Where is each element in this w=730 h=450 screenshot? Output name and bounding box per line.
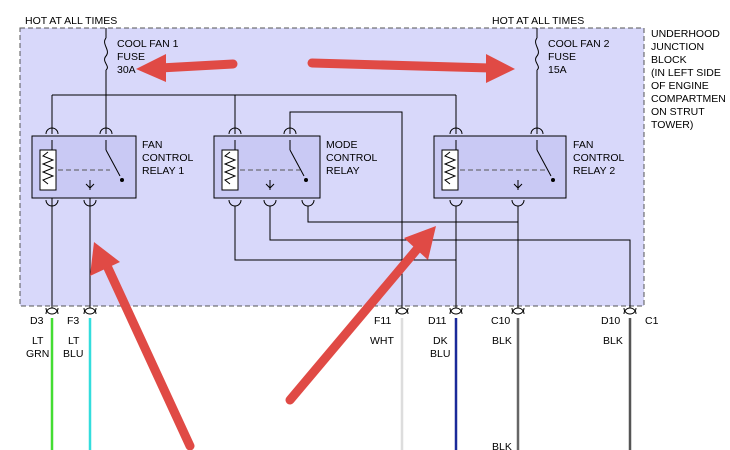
mode-relay-label-line1: MODE (326, 139, 358, 151)
svg-text:UNDERHOOD: UNDERHOOD (651, 28, 720, 40)
fuse-1-type: FUSE (117, 51, 145, 63)
fuse-2-name: COOL FAN 2 (548, 38, 610, 50)
connector-row (45, 307, 637, 315)
svg-text:ON STRUT: ON STRUT (651, 106, 705, 118)
hot-at-all-times-left: HOT AT ALL TIMES (25, 15, 117, 27)
pin-d11: D11 (428, 315, 447, 327)
relay-1-label-line3: RELAY 1 (142, 165, 184, 177)
fuse-1-symbol (104, 37, 108, 71)
fuse-1-rating: 30A (117, 64, 136, 76)
arrow-to-fuse-2 (307, 58, 495, 73)
svg-text:OF ENGINE: OF ENGINE (651, 80, 709, 92)
svg-text:BLOCK: BLOCK (651, 54, 687, 66)
arrow-to-mode-relay-wire (285, 243, 423, 405)
svg-text:COMPARTMEN: COMPARTMEN (651, 93, 726, 105)
pin-d10: D10 (601, 315, 620, 327)
block-label: UNDERHOOD JUNCTION BLOCK (IN LEFT SIDE O… (651, 28, 726, 131)
mode-relay-label-line3: RELAY (326, 165, 360, 177)
wire-color-c10: BLK (492, 335, 512, 347)
fan-control-relay-2 (433, 127, 567, 207)
relay-1-label-line2: CONTROL (142, 152, 193, 164)
pin-c10: C10 (491, 315, 510, 327)
mode-relay-label-line2: CONTROL (326, 152, 377, 164)
fuse-2-symbol (535, 37, 539, 71)
pin-d3: D3 (30, 315, 44, 327)
pin-f3: F3 (67, 315, 79, 327)
wire-color-f3-line2: BLU (63, 348, 83, 360)
fuse-2-rating: 15A (548, 64, 567, 76)
arrow-to-relay-1-wire (103, 263, 195, 450)
annotation-arrows (90, 54, 515, 450)
arrow-to-fuse-1 (155, 59, 238, 73)
fuse-1-name: COOL FAN 1 (117, 38, 179, 50)
relay-2-label-line2: CONTROL (573, 152, 624, 164)
fan-control-relay-1 (31, 127, 137, 207)
wire-color-d3-line1: LT (32, 335, 44, 347)
fuse-2-type: FUSE (548, 51, 576, 63)
relay-2-label-line1: FAN (573, 139, 593, 151)
wire-color-f11: WHT (370, 335, 394, 347)
relay-1-label-line1: FAN (142, 139, 162, 151)
relay-2-label-line3: RELAY 2 (573, 165, 615, 177)
svg-text:TOWER): TOWER) (651, 119, 693, 131)
mode-control-relay (213, 127, 321, 207)
wire-color-d11-line1: DK (433, 335, 448, 347)
wire-color-d11-line2: BLU (430, 348, 450, 360)
pin-f11: F11 (374, 315, 391, 327)
pin-c1: C1 (645, 315, 659, 327)
bottom-blk-label: BLK (492, 441, 512, 450)
wire-color-d10: BLK (603, 335, 623, 347)
wire-color-d3-line2: GRN (26, 348, 49, 360)
svg-text:JUNCTION: JUNCTION (651, 41, 704, 53)
svg-text:(IN LEFT SIDE: (IN LEFT SIDE (651, 67, 721, 79)
wire-color-f3-line1: LT (68, 335, 80, 347)
hot-at-all-times-right: HOT AT ALL TIMES (492, 15, 584, 27)
